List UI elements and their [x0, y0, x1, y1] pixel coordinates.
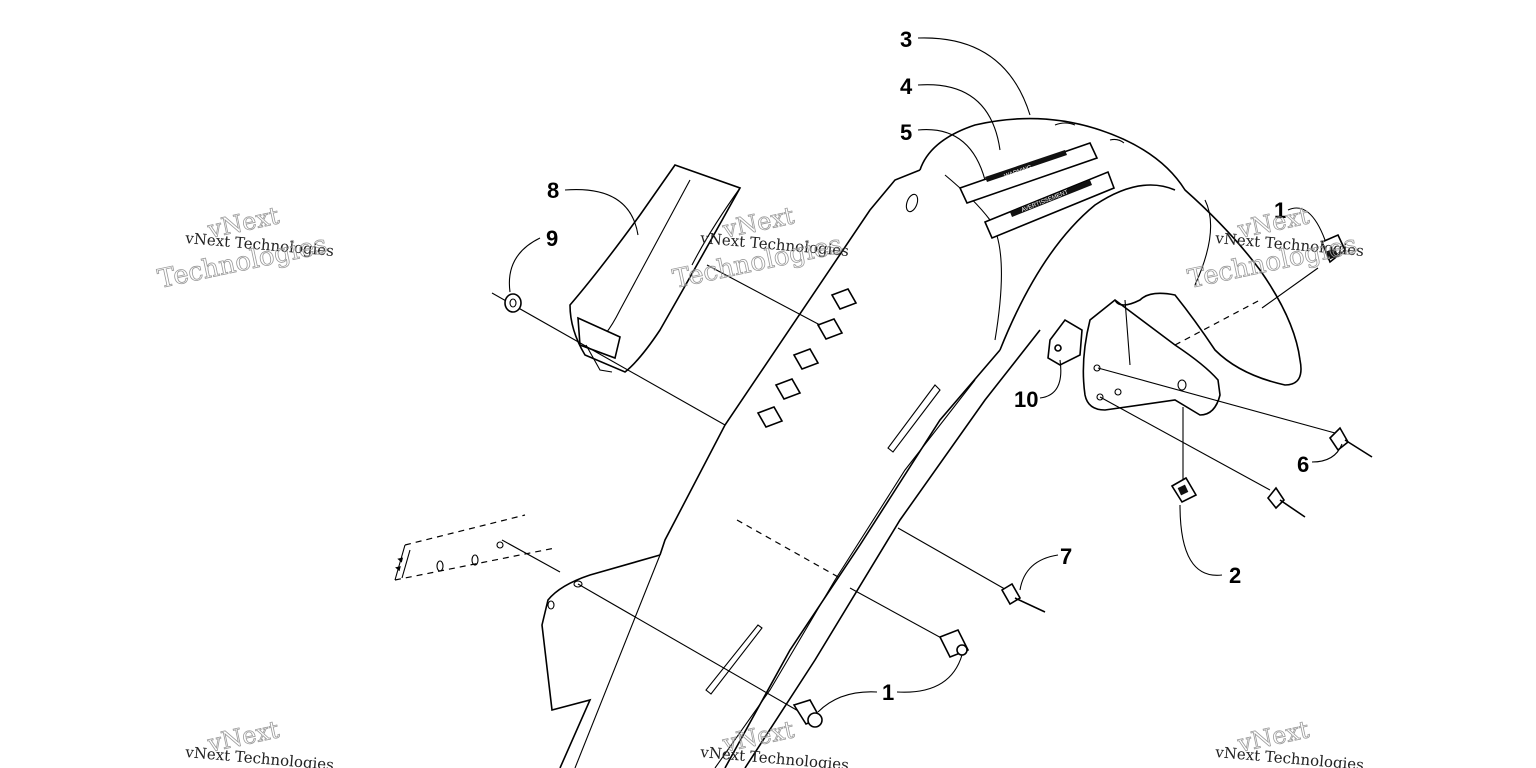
assembly-lines	[491, 264, 1336, 713]
tunnel-body	[541, 169, 1041, 768]
callout-9: 9	[546, 226, 558, 251]
rivet-lower	[1266, 486, 1306, 518]
callouts: 3 4 5 8 9 10 1 6 2 7 1	[546, 27, 1309, 705]
watermark-bottom-center: vNext vNext Technologies	[699, 715, 850, 768]
speed-nut	[1170, 476, 1198, 504]
callout-10: 10	[1014, 387, 1038, 412]
svg-text:▲▲: ▲▲	[391, 554, 405, 574]
callout-5: 5	[900, 120, 912, 145]
rivet-upper	[1328, 426, 1373, 458]
callout-4: 4	[900, 74, 913, 99]
leader-lines	[508, 37, 1343, 713]
clip	[1047, 318, 1083, 366]
screw-bottom-upper	[938, 628, 970, 659]
watermark-left: vNext vNext Technologies Technologies	[155, 201, 335, 295]
washer	[504, 293, 522, 313]
decal-warning: WARNING	[958, 142, 1099, 204]
screw-bottom-lower	[792, 699, 823, 728]
watermark-bottom-left: vNext vNext Technologies	[184, 715, 335, 768]
callout-3: 3	[900, 27, 912, 52]
rail-phantom: ▲▲	[391, 514, 556, 581]
callout-1-top: 1	[1274, 198, 1286, 223]
watermark-bottom-right: vNext vNext Technologies	[1214, 715, 1365, 768]
rivet-center	[1000, 582, 1046, 613]
callout-1-bottom: 1	[882, 680, 894, 705]
screw-top-right	[1320, 233, 1346, 264]
callout-2: 2	[1229, 563, 1241, 588]
callout-8: 8	[547, 178, 559, 203]
callout-7: 7	[1060, 544, 1072, 569]
callout-6: 6	[1297, 452, 1309, 477]
